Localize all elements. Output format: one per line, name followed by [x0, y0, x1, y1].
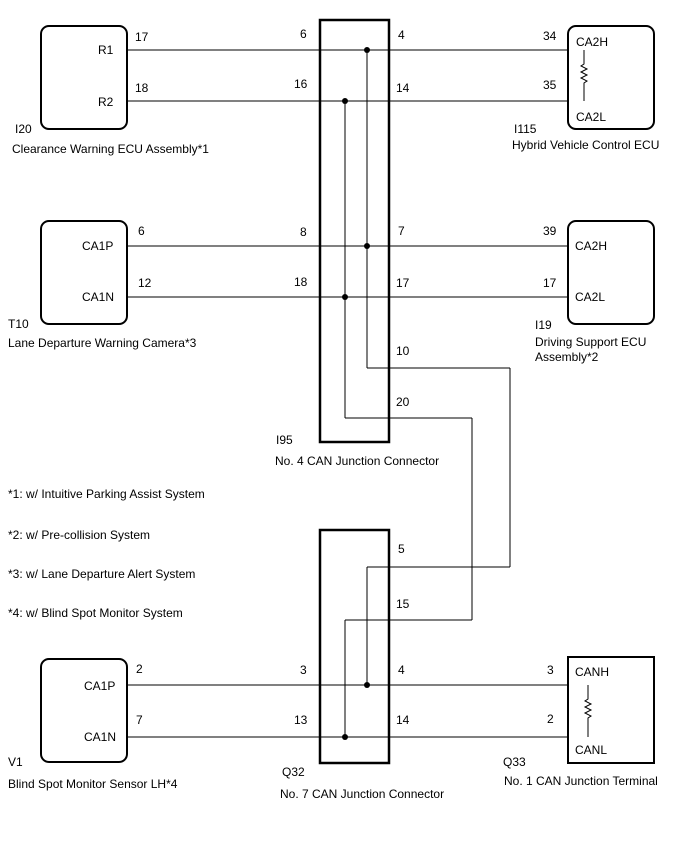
- v1-name: Blind Spot Monitor Sensor LH*4: [8, 777, 178, 791]
- component-i95: 6 16 8 18 4 14 7 17 10 20 I95 No. 4 CAN …: [275, 18, 439, 468]
- q33-pin-canl-number: 2: [547, 712, 554, 726]
- q32-pin-14: 14: [396, 713, 410, 727]
- component-i19: CA2H CA2L 39 17 I19 Driving Support ECU …: [535, 220, 655, 364]
- i115-resistor-icon: [579, 50, 589, 101]
- i19-pin-ca2l-number: 17: [543, 276, 557, 290]
- i115-box: [567, 25, 655, 130]
- junction-dot: [342, 294, 348, 300]
- component-t10: CA1P CA1N 6 12 T10 Lane Departure Warnin…: [8, 220, 197, 350]
- note-1: *1: w/ Intuitive Parking Assist System: [8, 487, 205, 501]
- q33-pin-canh-label: CANH: [575, 665, 609, 679]
- i115-pin-ca2l-label: CA2L: [576, 110, 606, 124]
- component-q32: 5 15 3 13 4 14 Q32 No. 7 CAN Junction Co…: [280, 528, 444, 801]
- i115-pin-ca2h-label: CA2H: [576, 35, 608, 49]
- t10-pin-ca1n-number: 12: [138, 276, 152, 290]
- i115-pin-ca2h-number: 34: [543, 29, 557, 43]
- q32-name: No. 7 CAN Junction Connector: [280, 787, 444, 801]
- v1-pin-ca1n-label: CA1N: [84, 730, 116, 744]
- i19-pin-ca2l-label: CA2L: [575, 290, 605, 304]
- q32-pin-15: 15: [396, 597, 410, 611]
- t10-code: T10: [8, 317, 29, 331]
- component-v1: CA1P CA1N 2 7 V1 Blind Spot Monitor Sens…: [8, 658, 178, 791]
- i19-pin-ca2h-number: 39: [543, 224, 557, 238]
- q32-pin-5: 5: [398, 542, 405, 556]
- q33-box: [567, 656, 655, 764]
- q32-pin-13: 13: [294, 713, 308, 727]
- v1-pin-ca1p-label: CA1P: [84, 679, 115, 693]
- i20-pin-r1-label: R1: [98, 43, 114, 57]
- t10-name: Lane Departure Warning Camera*3: [8, 336, 197, 350]
- t10-pin-ca1n-label: CA1N: [82, 290, 114, 304]
- junction-dot: [364, 682, 370, 688]
- i19-name-line2: Assembly*2: [535, 350, 599, 364]
- junction-dot: [342, 98, 348, 104]
- i95-pin-6: 6: [300, 27, 307, 41]
- i20-pin-r2-number: 18: [135, 81, 149, 95]
- notes: *1: w/ Intuitive Parking Assist System *…: [8, 487, 205, 620]
- i95-pin-16: 16: [294, 77, 308, 91]
- v1-box: [40, 658, 128, 763]
- i95-pin-8: 8: [300, 225, 307, 239]
- i20-name: Clearance Warning ECU Assembly*1: [12, 142, 209, 156]
- i19-name-line1: Driving Support ECU: [535, 335, 646, 349]
- t10-box: [40, 220, 128, 325]
- q32-pin-3: 3: [300, 663, 307, 677]
- q32-code: Q32: [282, 765, 305, 779]
- i115-pin-ca2l-number: 35: [543, 78, 557, 92]
- i95-box: [318, 18, 391, 444]
- i95-pin-7: 7: [398, 224, 405, 238]
- i19-code: I19: [535, 318, 552, 332]
- junction-dots: [342, 47, 370, 740]
- junction-dot: [364, 243, 370, 249]
- t10-pin-ca1p-label: CA1P: [82, 239, 113, 253]
- v1-code: V1: [8, 755, 23, 769]
- note-4: *4: w/ Blind Spot Monitor System: [8, 606, 183, 620]
- i19-box: [567, 220, 655, 325]
- q32-pin-4: 4: [398, 663, 405, 677]
- i95-pin-18: 18: [294, 275, 308, 289]
- component-i115: CA2H CA2L 34 35 I115 Hybrid Vehicle Cont…: [512, 25, 659, 152]
- i95-pin-4: 4: [398, 28, 405, 42]
- v1-pin-ca1n-number: 7: [136, 713, 143, 727]
- i95-pin-14: 14: [396, 81, 410, 95]
- note-2: *2: w/ Pre-collision System: [8, 528, 150, 542]
- q33-pin-canl-label: CANL: [575, 743, 607, 757]
- i95-code: I95: [276, 433, 293, 447]
- v1-pin-ca1p-number: 2: [136, 662, 143, 676]
- component-q33: CANH CANL 3 2 Q33 No. 1 CAN Junction Ter…: [503, 656, 658, 788]
- i20-pin-r1-number: 17: [135, 30, 149, 44]
- q33-pin-canh-number: 3: [547, 663, 554, 677]
- q33-name: No. 1 CAN Junction Terminal: [504, 774, 658, 788]
- i20-pin-r2-label: R2: [98, 95, 114, 109]
- i20-code: I20: [15, 122, 32, 136]
- i95-pin-20: 20: [396, 395, 410, 409]
- q33-resistor-icon: [583, 685, 593, 737]
- i19-pin-ca2h-label: CA2H: [575, 239, 607, 253]
- t10-pin-ca1p-number: 6: [138, 224, 145, 238]
- junction-dot: [364, 47, 370, 53]
- component-i20: R1 R2 17 18 I20 Clearance Warning ECU As…: [12, 25, 209, 156]
- junction-dot: [342, 734, 348, 740]
- i20-box: [40, 25, 128, 130]
- i95-name: No. 4 CAN Junction Connector: [275, 454, 439, 468]
- note-3: *3: w/ Lane Departure Alert System: [8, 567, 195, 581]
- i115-code: I115: [514, 122, 537, 136]
- q32-box: [318, 528, 391, 765]
- i95-pin-17: 17: [396, 276, 410, 290]
- q33-code: Q33: [503, 755, 526, 769]
- i115-name: Hybrid Vehicle Control ECU: [512, 138, 659, 152]
- i95-pin-10: 10: [396, 344, 410, 358]
